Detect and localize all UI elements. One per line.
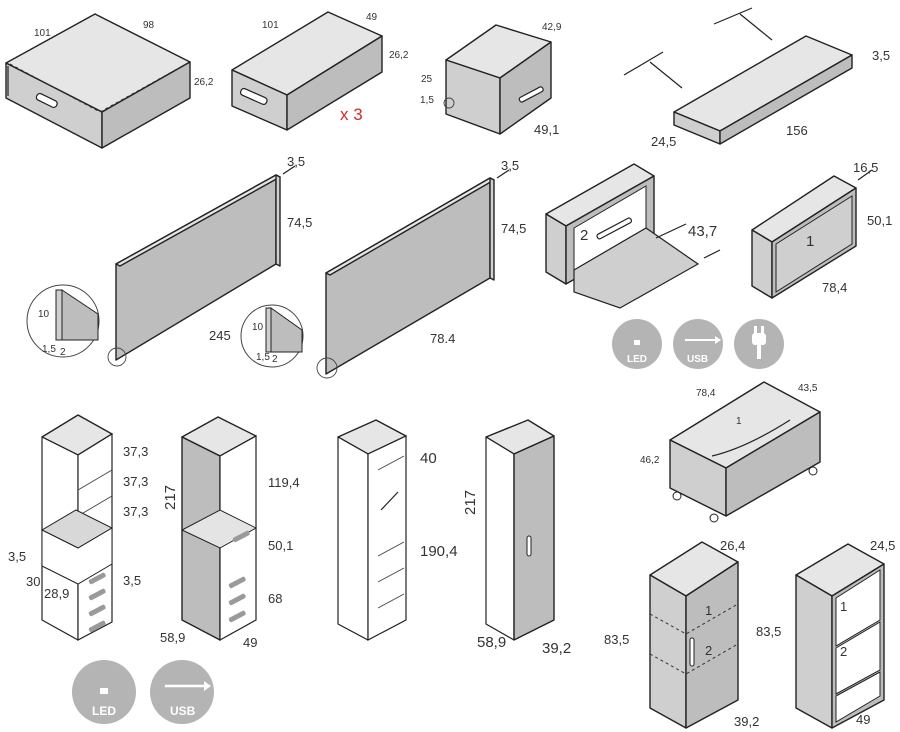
wall-box-number: 1 — [806, 233, 814, 250]
tower-open-left-2: 30 — [26, 574, 40, 589]
desk-unit-number: 2 — [580, 227, 588, 244]
desk-unit-depth: 43,7 — [688, 223, 717, 240]
cabinet-closed-n1: 1 — [705, 603, 712, 618]
drawer-small-quantity: x 3 — [340, 105, 363, 124]
drawer-large-width: 101 — [34, 28, 51, 39]
chest: 78,4 43,5 46,2 1 — [640, 381, 821, 523]
drawer-small-depth: 49 — [366, 12, 378, 23]
panel-large-height: 74,5 — [287, 215, 312, 230]
usb-badge-bottom-label: USB — [170, 704, 196, 718]
wall-box: 1 16,5 50,1 78,4 — [751, 160, 892, 299]
cabinet-closed-n2: 2 — [705, 643, 712, 658]
nightstand-depth: 49,1 — [534, 122, 559, 137]
usb-badge-bottom: USB — [150, 660, 214, 724]
drawer-large-height: 26,2 — [194, 77, 214, 88]
wall-box-height: 50,1 — [867, 213, 892, 228]
cabinet-closed-top: 26,4 — [720, 538, 745, 553]
panel-small-length: 78.4 — [430, 331, 455, 346]
wardrobe-open-b: 190,4 — [420, 543, 458, 560]
tower-doors: 217 119,4 50,1 68 58,9 49 — [160, 416, 300, 650]
svg-text:1,5: 1,5 — [256, 352, 270, 363]
tower-doors-depth: 49 — [243, 635, 257, 650]
tower-open-shelf-1: 37,3 — [123, 444, 148, 459]
tower-doors-width: 58,9 — [160, 630, 185, 645]
svg-text:10: 10 — [252, 322, 264, 333]
shelf-thickness: 3,5 — [872, 48, 890, 63]
chest-number: 1 — [736, 416, 742, 427]
svg-text:2: 2 — [272, 354, 278, 365]
panel-large-thickness: 3,5 — [287, 154, 305, 169]
chest-height: 46,2 — [640, 455, 660, 466]
wall-box-width: 78,4 — [822, 280, 847, 295]
cabinet-closed: 26,4 83,5 83,5 1 2 39,2 — [604, 538, 781, 729]
drawer-large-depth: 98 — [143, 20, 155, 31]
svg-text:10: 10 — [38, 309, 50, 320]
panel-small-thickness: 3,5 — [501, 158, 519, 173]
cabinet-closed-right: 83,5 — [756, 624, 781, 639]
tower-open-right-1: 3,5 — [123, 573, 141, 588]
wardrobe-closed-depth: 39,2 — [542, 640, 571, 657]
shelf-width: 24,5 — [651, 134, 676, 149]
wall-box-depth: 16,5 — [853, 160, 878, 175]
cabinet-open-n2: 2 — [840, 644, 847, 659]
nightstand-width: 42,9 — [542, 22, 562, 33]
shelf-bracket-left — [623, 51, 683, 89]
drawer-small-width: 101 — [262, 20, 279, 31]
tower-open-left-3: 28,9 — [44, 586, 69, 601]
panel-large-detail: 10 1,5 2 — [26, 284, 100, 358]
led-badge-bottom-label: LED — [92, 704, 116, 718]
panel-large-length: 245 — [209, 328, 231, 343]
panel-small: 3,5 74,5 78.4 10 1,5 2 — [240, 158, 526, 379]
wardrobe-closed-width: 58,9 — [477, 634, 506, 651]
panel-small-detail: 10 1,5 2 — [240, 304, 304, 368]
nightstand: 42,9 25 1,5 49,1 — [420, 22, 562, 137]
nightstand-detail: 1,5 — [420, 95, 434, 106]
tower-doors-c: 68 — [268, 591, 282, 606]
drawer-large: 101 98 26,2 — [5, 13, 214, 149]
shelf-length: 156 — [786, 123, 808, 138]
wardrobe-closed-height: 217 — [462, 490, 479, 515]
tower-open: 37,3 37,3 37,3 3,5 30 28,9 3,5 — [8, 414, 148, 641]
cabinet-open-depth: 49 — [856, 712, 870, 727]
svg-text:2: 2 — [60, 347, 66, 358]
chest-depth: 43,5 — [798, 383, 818, 394]
svg-text:1,5: 1,5 — [42, 344, 56, 355]
cabinet-closed-depth: 39,2 — [734, 714, 759, 729]
chest-width: 78,4 — [696, 388, 716, 399]
panel-small-height: 74,5 — [501, 221, 526, 236]
shelf-bracket-right — [713, 7, 773, 41]
wardrobe-closed: 217 58,9 39,2 — [462, 419, 571, 657]
cabinet-open-top: 24,5 — [870, 538, 895, 553]
led-badge: LED — [612, 319, 662, 369]
desk-unit: 2 43,7 — [545, 163, 721, 309]
tower-open-shelf-2: 37,3 — [123, 474, 148, 489]
tower-doors-b: 50,1 — [268, 538, 293, 553]
plug-icon — [752, 326, 766, 359]
cabinet-closed-left: 83,5 — [604, 632, 629, 647]
shelf: 3,5 24,5 156 — [623, 7, 890, 149]
tower-doors-height: 217 — [162, 485, 179, 510]
wardrobe-open: 40 190,4 — [337, 419, 458, 641]
cabinet-open-n1: 1 — [840, 599, 847, 614]
drawer-small: 101 49 26,2 x 3 — [231, 11, 409, 131]
nightstand-height: 25 — [421, 74, 433, 85]
panel-large: 3,5 74,5 245 10 1,5 2 — [26, 154, 312, 367]
usb-badge: USB — [673, 319, 723, 369]
cabinet-open: 24,5 1 2 49 — [795, 538, 895, 729]
led-badge-label: LED — [627, 354, 647, 365]
tower-open-shelf-3: 37,3 — [123, 504, 148, 519]
tower-doors-a: 119,4 — [268, 475, 300, 490]
tower-open-left-1: 3,5 — [8, 549, 26, 564]
plug-badge — [734, 319, 784, 369]
wardrobe-open-a: 40 — [420, 450, 437, 467]
usb-badge-label: USB — [687, 354, 708, 365]
drawer-small-height: 26,2 — [389, 50, 409, 61]
led-badge-bottom: LED — [72, 660, 136, 724]
